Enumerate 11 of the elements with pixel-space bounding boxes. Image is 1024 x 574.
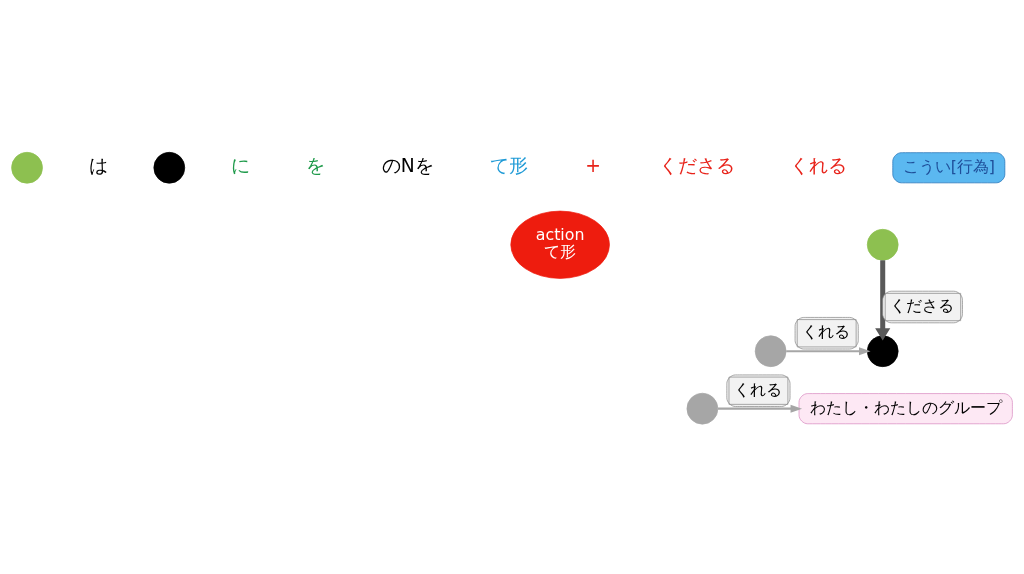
- label: くださる: [658, 154, 735, 176]
- edge-label: くださる: [890, 295, 955, 315]
- label: を: [306, 154, 326, 176]
- edge-label: くれる: [734, 379, 782, 399]
- label: て形: [490, 154, 529, 176]
- label: のNを: [381, 154, 434, 176]
- label: +: [585, 154, 601, 176]
- edge-label: くれる: [802, 321, 851, 341]
- label: くれる: [790, 154, 848, 176]
- label: は: [88, 154, 108, 176]
- label: に: [230, 154, 250, 176]
